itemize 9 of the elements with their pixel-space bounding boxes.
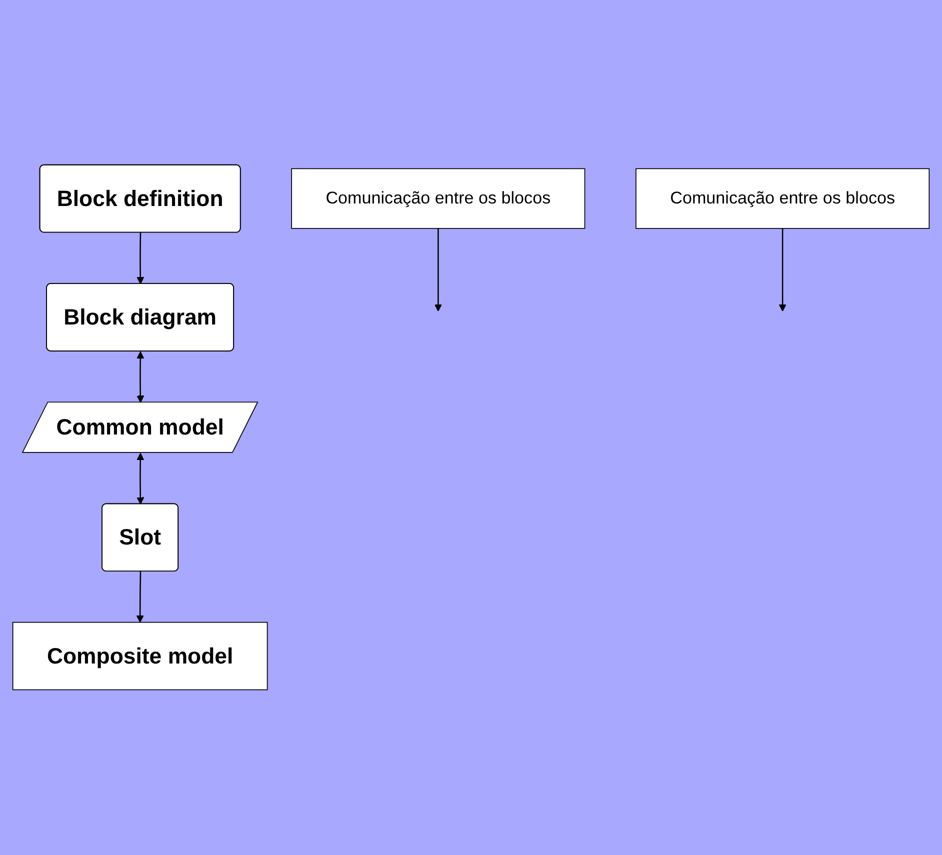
- arrow: [136, 232, 144, 284]
- arrow: [136, 352, 144, 404]
- arrow: [434, 228, 442, 312]
- arrow: [136, 453, 144, 505]
- arrow: [136, 572, 144, 623]
- node-box: Comunicação entre os blocos: [636, 168, 930, 230]
- node-box: Comunicação entre os blocos: [291, 168, 586, 230]
- arrow: [778, 228, 786, 312]
- node-box: Composite model: [12, 622, 268, 690]
